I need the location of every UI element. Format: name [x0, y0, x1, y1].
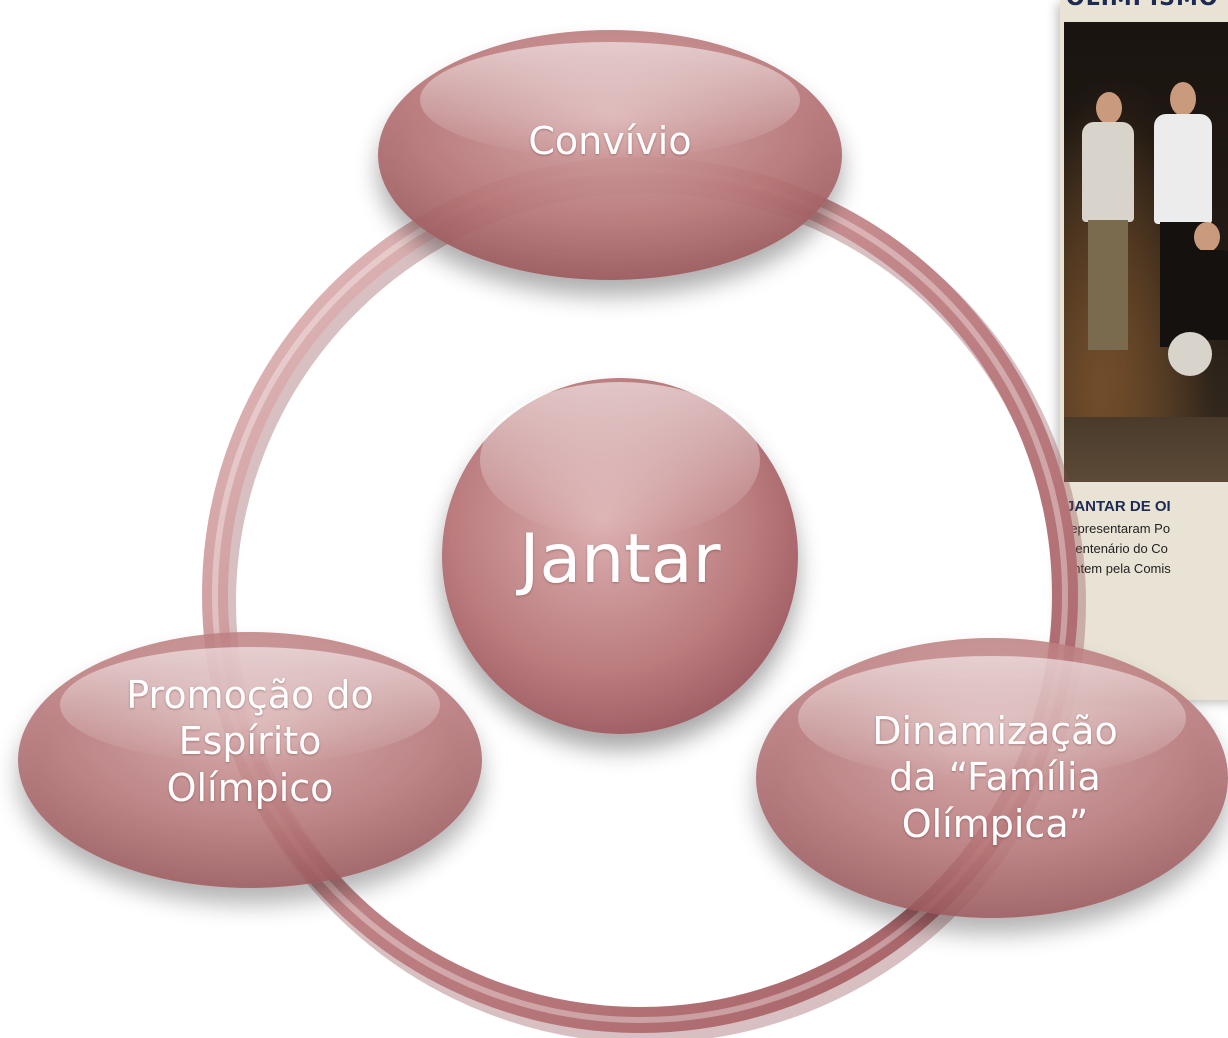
center-label: Jantar — [519, 520, 721, 599]
newspaper-clipping: OLIMPISMO JANTAR DE OI — [1060, 0, 1228, 700]
caption-line: representaram Po — [1066, 521, 1171, 536]
node-dinamizacao-shape — [756, 638, 1228, 918]
node-label-promocao: Promoção do Espírito Olímpico — [126, 673, 374, 810]
node-label-dinamizacao: Dinamização da “Família Olímpica” — [872, 709, 1118, 846]
node-promocao-shape — [18, 632, 482, 888]
caption-title: JANTAR DE OI — [1066, 498, 1171, 515]
clipping-headline: OLIMPISMO — [1066, 0, 1219, 11]
photo-person — [1164, 222, 1228, 422]
caption-line: Centenário do Co — [1066, 541, 1168, 556]
photo-person — [1078, 92, 1138, 352]
caption-line: ontem pela Comis — [1066, 561, 1171, 576]
node-convivio-shape — [378, 30, 842, 280]
photo-ground — [1064, 417, 1228, 482]
clipping-caption: JANTAR DE OI representaram Po Centenário… — [1066, 498, 1228, 579]
center-circle — [442, 378, 798, 734]
clipping-photo — [1064, 22, 1228, 482]
node-label-convivio: Convívio — [528, 119, 692, 163]
